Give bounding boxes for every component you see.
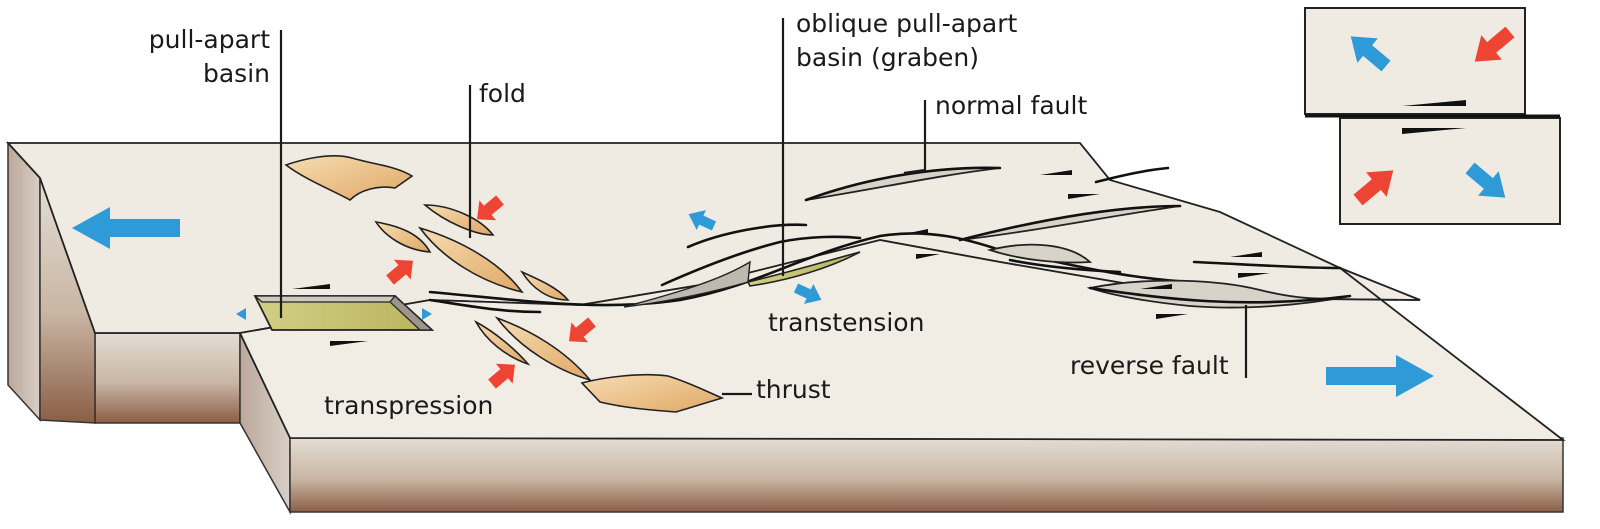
oblique-basin-shape xyxy=(623,223,862,308)
fold-upper-block xyxy=(284,155,414,201)
right-block-front-face xyxy=(289,437,1564,513)
extension-arrow-icon xyxy=(793,283,822,304)
label-transtension: transtension xyxy=(768,308,924,337)
reverse-faults xyxy=(986,243,1352,319)
half-arrow-icon xyxy=(1068,194,1100,199)
normal-faults xyxy=(804,166,1182,259)
half-arrow-icon xyxy=(292,284,330,289)
label-thrust: thrust xyxy=(756,375,831,404)
thrust-block xyxy=(580,373,725,413)
extension-arrow-icon xyxy=(1465,162,1506,198)
extension-arrow-icon xyxy=(72,207,180,249)
compression-arrow-icon xyxy=(386,259,413,285)
label-reverse-fault: reverse fault xyxy=(1070,351,1229,380)
extension-arrow-icon xyxy=(422,308,432,320)
label-oblique-pull-apart-line2: basin (graben) xyxy=(796,43,979,72)
half-arrow-icon xyxy=(1230,252,1262,257)
half-arrow-icon xyxy=(1402,100,1466,106)
extension-arrow-icon xyxy=(236,308,246,320)
compression-arrow-icon xyxy=(488,363,515,389)
compression-arrow-icon xyxy=(1474,26,1515,62)
left-block-front-face-lower xyxy=(94,332,241,424)
half-arrow-icon xyxy=(330,341,368,346)
half-arrow-icon xyxy=(1040,170,1072,175)
half-arrow-icon xyxy=(1402,128,1466,134)
compression-arrows xyxy=(386,195,596,389)
extension-arrow-icon xyxy=(1326,355,1434,397)
half-arrow-icon xyxy=(1140,284,1172,289)
extension-arrow-icon xyxy=(1350,36,1391,72)
compression-arrow-icon xyxy=(477,195,504,221)
labels: pull-apart basin fold oblique pull-apart… xyxy=(149,9,1229,420)
compression-arrow-icon xyxy=(569,317,596,343)
extension-arrows xyxy=(72,207,1434,397)
label-fold: fold xyxy=(479,79,526,108)
half-arrow-icon xyxy=(916,254,940,259)
fold-group xyxy=(284,155,725,413)
label-transpression: transpression xyxy=(324,391,493,420)
left-block-end-face xyxy=(7,141,41,422)
compression-arrow-icon xyxy=(1353,170,1394,206)
half-arrow-icon xyxy=(1238,273,1270,278)
label-oblique-pull-apart-line1: oblique pull-apart xyxy=(796,9,1018,38)
half-arrow-icon xyxy=(1156,314,1188,319)
extension-arrow-icon xyxy=(688,210,717,231)
pull-apart-basin-shape xyxy=(236,284,435,346)
leader-lines xyxy=(279,18,1248,396)
label-pull-apart-basin-line1: pull-apart xyxy=(149,25,270,54)
label-normal-fault: normal fault xyxy=(935,91,1087,120)
half-arrow-icon xyxy=(904,229,928,234)
label-pull-apart-basin-line2: basin xyxy=(203,59,270,88)
stress-inset xyxy=(1304,7,1561,225)
